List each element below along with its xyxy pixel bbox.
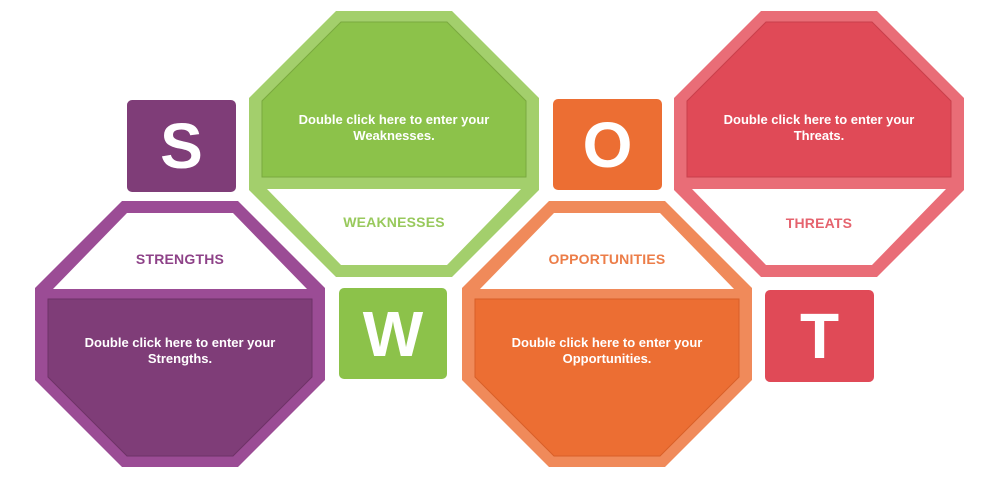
strengths-octagon-shape	[35, 201, 325, 467]
strengths-panel[interactable]: STRENGTHS Double click here to enter you…	[35, 201, 325, 467]
weaknesses-text[interactable]: Double click here to enter your Weakness…	[289, 112, 499, 144]
threats-title: THREATS	[785, 215, 853, 231]
letter-w-tile: W	[339, 288, 447, 379]
opportunities-text-line2: Opportunities.	[562, 351, 652, 366]
strengths-text-line2: Strengths.	[147, 351, 213, 366]
weaknesses-title: WEAKNESSES	[343, 214, 445, 230]
strengths-title: STRENGTHS	[135, 251, 225, 267]
threats-text-line2: Threats.	[793, 128, 845, 143]
weaknesses-text-line2: Weaknesses.	[353, 128, 435, 143]
weaknesses-text-line1: Double click here to enter your	[298, 112, 490, 127]
threats-panel[interactable]: THREATS Double click here to enter your …	[674, 11, 964, 277]
strengths-text-line1: Double click here to enter your	[84, 335, 276, 350]
weaknesses-octagon-shape	[249, 11, 539, 277]
threats-text-line1: Double click here to enter your	[723, 112, 915, 127]
letter-t-tile: T	[765, 290, 874, 382]
opportunities-octagon-shape	[462, 201, 752, 467]
weaknesses-panel[interactable]: WEAKNESSES Double click here to enter yo…	[249, 11, 539, 277]
letter-o-tile: O	[553, 99, 662, 190]
opportunities-panel[interactable]: OPPORTUNITIES Double click here to enter…	[462, 201, 752, 467]
opportunities-text-line1: Double click here to enter your	[511, 335, 703, 350]
strengths-text[interactable]: Double click here to enter your Strength…	[75, 335, 285, 367]
opportunities-text[interactable]: Double click here to enter your Opportun…	[502, 335, 712, 367]
threats-text[interactable]: Double click here to enter your Threats.	[714, 112, 924, 144]
threats-octagon-shape	[674, 11, 964, 277]
opportunities-title: OPPORTUNITIES	[548, 251, 666, 267]
letter-s-tile: S	[127, 100, 236, 192]
